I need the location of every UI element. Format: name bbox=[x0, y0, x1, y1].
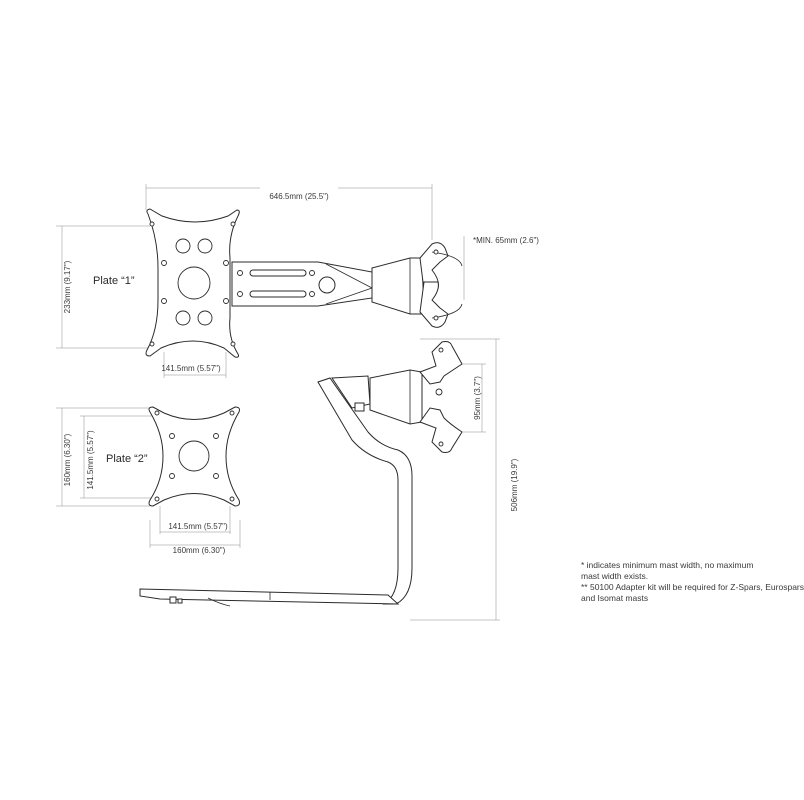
note-line: and Isomat masts bbox=[581, 593, 649, 603]
dim-plate1-hole-spacing: 141.5mm (5.57") bbox=[161, 352, 227, 378]
dim-overall-height: 506mm (19.9") bbox=[410, 338, 519, 621]
plate1-assembly: 646.5mm (25.5") 233mm (9.17") Plate “1” bbox=[56, 184, 539, 378]
clamp-jaw-lower bbox=[419, 281, 449, 328]
arm-knob bbox=[318, 276, 336, 294]
clamp-body bbox=[371, 257, 425, 315]
plate2-center-hole bbox=[178, 440, 210, 472]
plate2-label: Plate “2” bbox=[106, 453, 148, 465]
dim-plate2-width-outer: 160mm (6.30") bbox=[149, 520, 241, 555]
arm-slot-1 bbox=[249, 269, 307, 277]
plate2-assembly: 160mm (6.30") 141.5mm (5.57") Plate “2” … bbox=[56, 406, 241, 555]
plate2-height-inner-label: 141.5mm (5.57") bbox=[86, 430, 95, 490]
plate1-label: Plate “1” bbox=[93, 275, 135, 287]
plate1-hole-spacing-label: 141.5mm (5.57") bbox=[161, 364, 221, 373]
clamp2-height-label: 95mm (3.7") bbox=[473, 376, 482, 420]
horizontal-arm bbox=[231, 261, 373, 307]
dim-plate2-width-inner: 141.5mm (5.57") bbox=[159, 506, 231, 534]
dim-plate2-height-inner: 141.5mm (5.57") bbox=[80, 415, 160, 499]
mast-min-label: *MIN. 65mm (2.6") bbox=[473, 236, 539, 245]
plate1-hole bbox=[197, 310, 213, 326]
dim-clamp2-height: 95mm (3.7") bbox=[462, 363, 486, 433]
plate1-hole bbox=[175, 238, 191, 254]
overall-width-label: 646.5mm (25.5") bbox=[269, 192, 329, 201]
plate1-height-label: 233mm (9.17") bbox=[63, 260, 72, 313]
dim-plate2-height-outer: 160mm (6.30") bbox=[56, 407, 150, 507]
notes-block: * indicates minimum mast width, no maxim… bbox=[581, 560, 804, 604]
plate2-height-outer-label: 160mm (6.30") bbox=[63, 433, 72, 486]
plate2-width-outer-label: 160mm (6.30") bbox=[173, 546, 226, 555]
clamp2-body bbox=[369, 369, 423, 425]
dim-overall-width: 646.5mm (25.5") bbox=[145, 184, 433, 240]
arm-slot-2 bbox=[249, 290, 307, 298]
plate2-width-inner-label: 141.5mm (5.57") bbox=[168, 522, 228, 531]
clamp2-jaw-lower bbox=[419, 407, 463, 453]
plate1-hole bbox=[175, 310, 191, 326]
bent-arm-assembly: 95mm (3.7") 506mm (19.9") bbox=[139, 338, 519, 621]
clamp2-jaw-upper bbox=[419, 341, 463, 385]
base-bolt bbox=[169, 596, 177, 604]
arm-top-bolt bbox=[354, 402, 365, 412]
base-plate bbox=[139, 588, 400, 605]
plate1-center-hole bbox=[177, 266, 211, 300]
note-line: * indicates minimum mast width, no maxim… bbox=[581, 560, 754, 570]
dim-plate1-height: 233mm (9.17") bbox=[56, 225, 150, 349]
plate1-hole bbox=[197, 238, 213, 254]
note-line: ** 50100 Adapter kit will be required fo… bbox=[581, 582, 804, 592]
note-line: mast width exists. bbox=[581, 571, 649, 581]
overall-height-label: 506mm (19.9") bbox=[510, 458, 519, 511]
